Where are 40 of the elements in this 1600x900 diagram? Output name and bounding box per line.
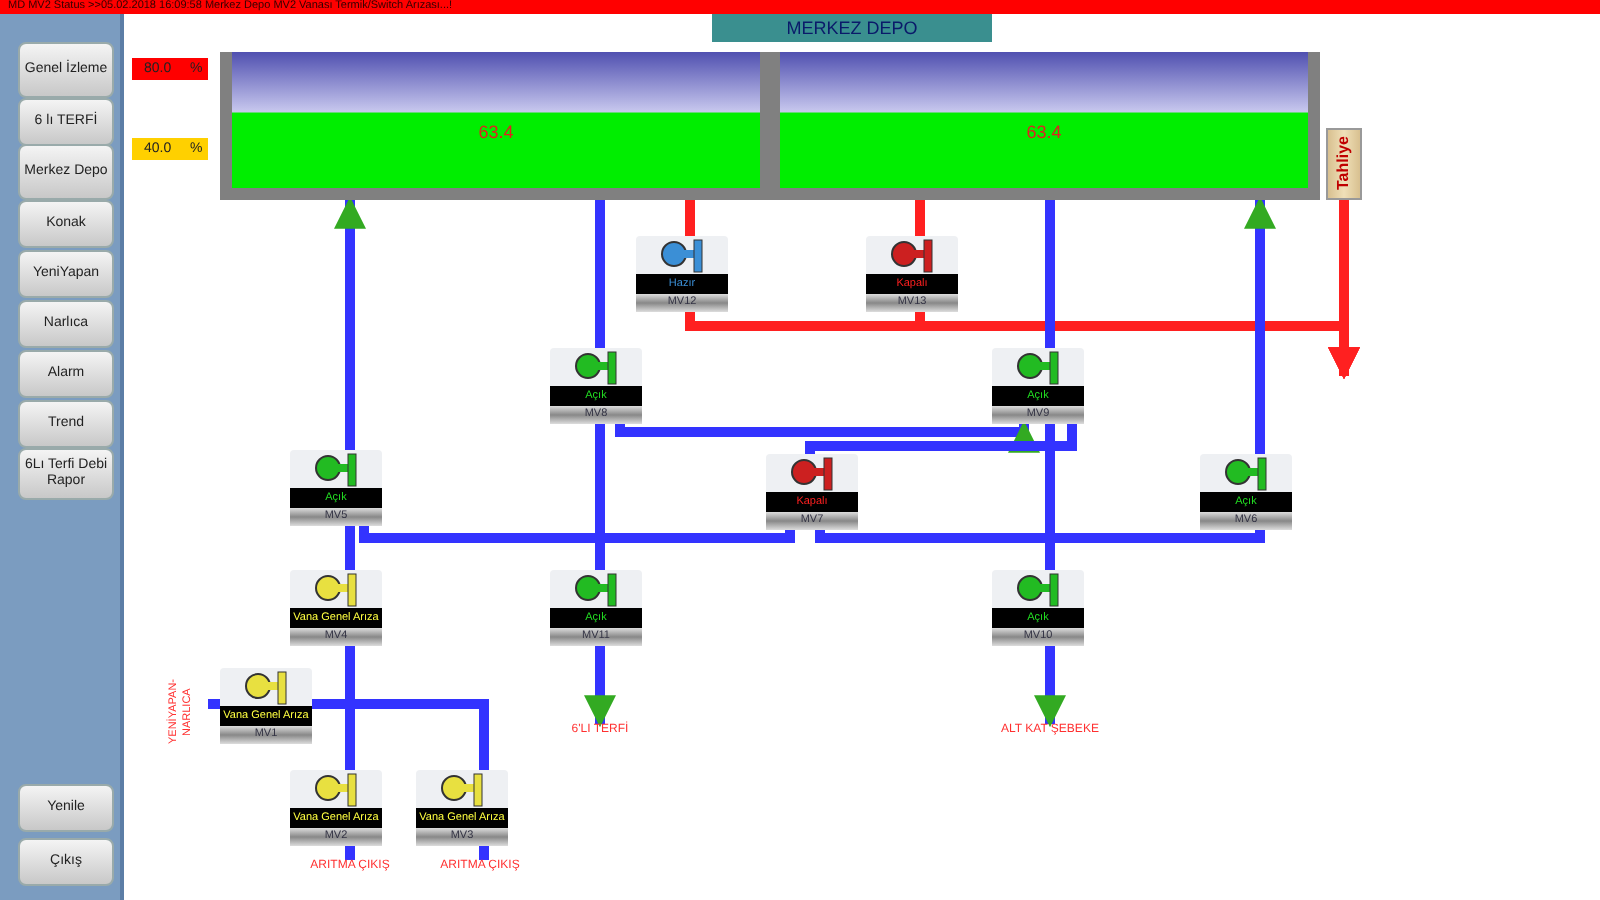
pipe xyxy=(1045,424,1055,570)
pipe xyxy=(208,699,220,709)
pipe xyxy=(345,846,355,860)
valve-panel xyxy=(766,454,858,530)
pipe-arrow xyxy=(584,646,616,728)
valve-panel xyxy=(220,668,312,744)
pipe-arrow xyxy=(334,196,366,450)
level-value: 63.4 xyxy=(478,122,514,142)
valve-panel xyxy=(416,770,508,846)
pipe xyxy=(815,530,1265,543)
storage-tank xyxy=(220,52,772,200)
valve-panel xyxy=(290,570,382,646)
drain-tank: Tahliye xyxy=(1326,128,1362,200)
pipe xyxy=(595,200,605,348)
valve-panel xyxy=(992,570,1084,646)
pipe xyxy=(359,526,795,543)
pipe-arrow xyxy=(615,420,1040,453)
valve-panel xyxy=(1200,454,1292,530)
pipe-arrow xyxy=(1328,200,1360,380)
pipe-arrow xyxy=(1034,646,1066,728)
pipe xyxy=(685,200,695,236)
valve-panel xyxy=(866,236,958,312)
pipe xyxy=(345,526,355,570)
level-value: 63.4 xyxy=(1026,122,1062,142)
valve-panel xyxy=(550,348,642,424)
valve-panel xyxy=(550,570,642,646)
valve-panel xyxy=(636,236,728,312)
valve-panel xyxy=(290,450,382,526)
pipe xyxy=(915,200,925,236)
valve-panel xyxy=(290,770,382,846)
pipe xyxy=(345,646,355,770)
valve-panel xyxy=(992,348,1084,424)
pipe xyxy=(312,699,489,770)
pipe xyxy=(479,846,489,860)
storage-tank xyxy=(768,52,1320,200)
pipe-arrow xyxy=(1244,196,1276,454)
pipe xyxy=(1045,200,1055,348)
pipe xyxy=(595,424,605,570)
page-title: MERKEZ DEPO xyxy=(712,14,992,42)
pipe xyxy=(805,424,1077,454)
